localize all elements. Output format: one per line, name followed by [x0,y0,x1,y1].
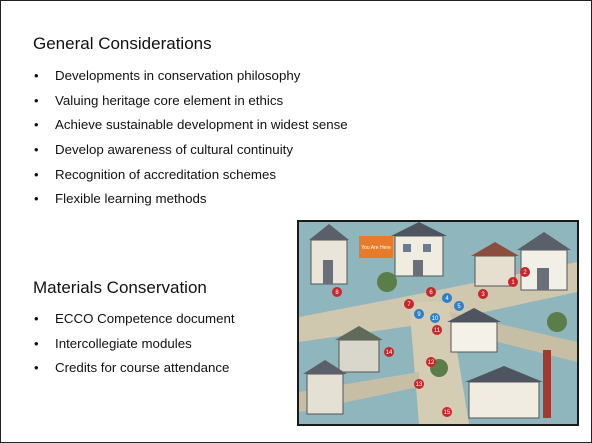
bullet-item: • Achieve sustainable development in wide… [33,113,348,138]
map-marker [426,287,436,297]
map-marker-label: 1 [511,280,515,286]
bullet-icon: • [34,92,39,108]
section-heading-general-considerations: General Considerations [33,34,212,53]
building-icon [517,232,571,291]
map-marker-label: 7 [407,302,411,308]
bullet-item: • Flexible learning methods [33,187,348,212]
materials-conservation-list: • ECCO Competence document • Intercollegia… [33,307,235,381]
bullet-icon: • [34,142,39,158]
map-marker [454,301,464,311]
map-marker-label: 8 [335,290,339,296]
map-marker [384,347,394,357]
map-marker-label: 15 [444,410,451,416]
map-marker-label: 5 [457,304,461,310]
bullet-text: Flexible learning methods [55,191,207,207]
map-marker [332,287,342,297]
building-icon [303,360,347,415]
building-icon [391,222,447,277]
heritage-trail-map-photo: You Are Here 1 2 3 4 5 6 7 8 9 [297,220,579,426]
building-icon [447,308,501,353]
map-marker-label: 11 [434,328,441,334]
bullet-icon: • [34,191,39,207]
bullet-item: • ECCO Competence document [33,307,235,332]
bullet-text: ECCO Competence document [55,311,235,326]
bullet-text: Credits for course attendance [55,360,230,376]
bullet-item: • Credits for course attendance [33,356,235,381]
building-icon [465,350,551,419]
bullet-item: • Developments in conservation philosophy [33,64,348,89]
bullet-text: Develop awareness of cultural continuity [55,142,293,158]
map-marker-label: 2 [523,270,527,276]
map-marker [414,309,424,319]
map-marker [404,299,414,309]
map-marker-label: 4 [445,296,449,302]
bullet-text: Intercollegiate modules [55,335,192,351]
bullet-item: • Recognition of accreditation schemes [33,163,348,188]
bullet-text: Achieve sustainable development in wides… [55,117,348,133]
map-marker [478,289,488,299]
bullet-icon: • [34,68,39,83]
bullet-icon: • [34,311,39,326]
section-heading-materials-conservation: Materials Conservation [33,278,207,297]
you-are-here-sign [359,236,393,258]
map-marker-label: 12 [428,360,435,366]
bullet-item: • Develop awareness of cultural continuit… [33,138,348,163]
bullet-item: • Valuing heritage core element in ethics [33,89,348,114]
bullet-icon: • [34,117,39,133]
bullet-text: Valuing heritage core element in ethics [55,92,284,108]
map-marker-label: 14 [386,350,393,356]
map-marker [430,313,440,323]
heritage-trail-map-illustration: You Are Here 1 2 3 4 5 6 7 8 9 [299,222,577,424]
map-marker [520,267,530,277]
map-marker [426,357,436,367]
tree-icon [377,272,397,292]
bullet-item: • Intercollegiate modules [33,332,235,357]
bullet-icon: • [34,335,39,351]
bullet-icon: • [34,166,39,182]
map-marker-label: 3 [481,292,485,298]
you-are-here-label: You Are Here [361,245,391,251]
map-marker [432,325,442,335]
bullet-text: Recognition of accreditation schemes [55,166,276,182]
map-marker [442,293,452,303]
map-marker-label: 13 [416,382,423,388]
building-icon [309,224,349,285]
building-icon [471,242,519,287]
map-marker [508,277,518,287]
map-marker-label: 9 [417,312,421,318]
map-marker-label: 10 [432,316,439,322]
map-marker [442,407,452,417]
building-icon [335,326,383,373]
general-considerations-list: • Developments in conservation philosophy… [33,64,348,212]
bullet-icon: • [34,360,39,376]
bullet-text: Developments in conservation philosophy [55,68,301,83]
map-marker [414,379,424,389]
tree-icon [547,312,567,332]
map-marker-label: 6 [429,290,433,296]
